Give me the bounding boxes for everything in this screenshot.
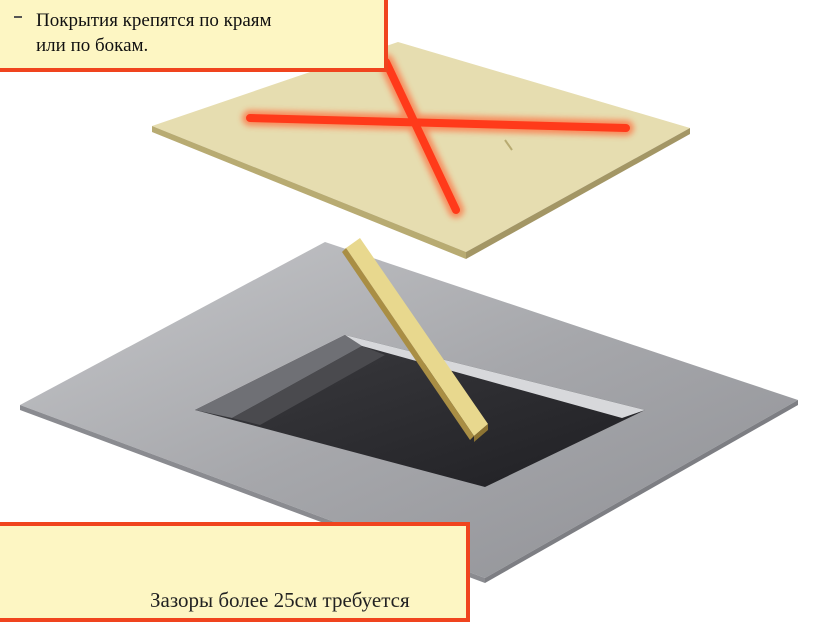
illustration-scene xyxy=(0,0,817,601)
callout-top-line-1: Покрытия крепятся по краям xyxy=(36,8,374,33)
dash-bullet-icon xyxy=(14,16,22,18)
callout-top-line-2: или по бокам. xyxy=(36,33,374,58)
callout-bottom: Зазоры более 25см требуется xyxy=(0,522,470,622)
callout-top: Покрытия крепятся по краям или по бокам. xyxy=(0,0,388,72)
